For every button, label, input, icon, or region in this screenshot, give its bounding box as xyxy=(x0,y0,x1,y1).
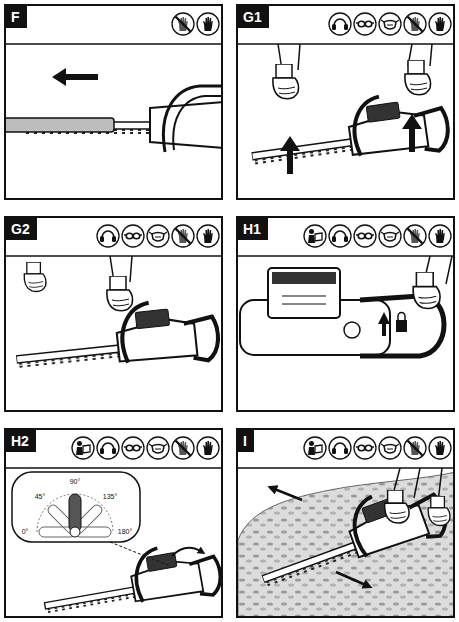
angle-mark: 180° xyxy=(117,528,133,536)
safety-icons xyxy=(72,13,451,459)
step-letter: F xyxy=(6,6,27,28)
header-rule xyxy=(4,44,455,468)
step-panel: H1 xyxy=(236,216,455,412)
step-letter: G2 xyxy=(6,218,37,240)
step-panel: F xyxy=(4,4,223,200)
angle-mark: 0° xyxy=(21,528,30,536)
step-letter: I xyxy=(238,430,254,452)
step-letter: H1 xyxy=(238,218,268,240)
switch-on-figure xyxy=(240,256,452,356)
step-panel: G1 xyxy=(236,4,455,200)
step-panel: G2 xyxy=(4,216,223,412)
step-panel: I xyxy=(236,428,455,618)
step-letter: H2 xyxy=(6,430,36,452)
handle-rotation-figure xyxy=(12,472,221,616)
angle-mark: 135° xyxy=(102,493,118,501)
step-panel: H2 xyxy=(4,428,223,618)
hedge-cutting-figure xyxy=(238,468,453,616)
guard-removal-figure xyxy=(6,68,221,152)
angle-mark: 90° xyxy=(69,478,82,486)
two-hand-lift-figure xyxy=(246,44,451,177)
holding-figure xyxy=(12,256,220,380)
step-letter: G1 xyxy=(238,6,269,28)
angle-mark: 45° xyxy=(34,493,47,501)
